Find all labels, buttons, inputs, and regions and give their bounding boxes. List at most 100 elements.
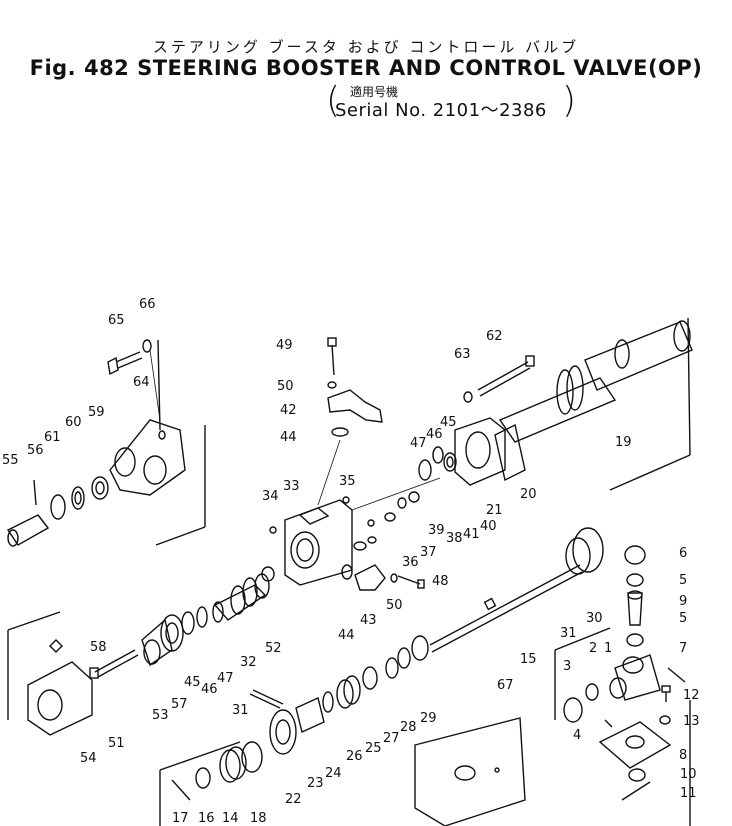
callout-36: 36 xyxy=(402,555,419,570)
callout-11: 11 xyxy=(680,786,697,801)
part-25-seal xyxy=(362,666,378,690)
part-41-spring xyxy=(397,497,407,509)
part-19-rod-tube xyxy=(584,320,693,391)
callout-13: 13 xyxy=(683,714,700,729)
callout-10: 10 xyxy=(680,767,697,782)
part-66-washer xyxy=(142,339,152,353)
callout-35: 35 xyxy=(339,474,356,489)
callout-27: 27 xyxy=(383,731,400,746)
part-31-rod xyxy=(249,689,284,709)
part-35-ball xyxy=(342,496,350,504)
callout-29: 29 xyxy=(420,711,437,726)
part-4-pin xyxy=(604,719,613,728)
part-2-washer xyxy=(585,683,599,701)
part-63-washer xyxy=(463,391,473,403)
callout-59: 59 xyxy=(88,405,105,420)
callout-4: 4 xyxy=(573,728,581,743)
part-20-cylinder-tube xyxy=(494,365,617,482)
callout-52: 52 xyxy=(265,641,282,656)
callout-49: 49 xyxy=(276,338,293,353)
part-27-ring xyxy=(385,657,399,679)
part-43-fitting xyxy=(354,564,386,591)
part-59-bushing xyxy=(91,476,109,500)
callout-31b: 31 xyxy=(232,703,249,718)
callout-1: 1 xyxy=(604,641,612,656)
callout-64: 64 xyxy=(133,375,150,390)
callout-63: 63 xyxy=(454,347,471,362)
part-47-ring-top xyxy=(418,459,432,481)
part-16-nut xyxy=(195,767,211,789)
part-67-base xyxy=(414,717,526,826)
part-18-ring xyxy=(241,741,263,773)
part-53-cap xyxy=(141,618,173,667)
callout-47a: 47 xyxy=(410,436,427,451)
part-30-gear xyxy=(565,527,604,575)
part-24-oring xyxy=(322,691,334,713)
part-51-bolt xyxy=(89,649,139,679)
callout-39: 39 xyxy=(428,523,445,538)
part-26-bushing xyxy=(336,675,361,709)
left-parenthesis: ( xyxy=(326,80,341,121)
part-7-pin xyxy=(667,667,686,683)
part-44-oring-low xyxy=(341,564,353,580)
part-15-shaft xyxy=(429,564,583,653)
callout-18: 18 xyxy=(250,811,267,826)
callout-32: 32 xyxy=(240,655,257,670)
part-45-seal-mid xyxy=(181,611,195,635)
callout-54: 54 xyxy=(80,751,97,766)
part-22-piston-ring xyxy=(269,709,297,755)
part-9-ball-stud xyxy=(627,590,643,626)
callout-8: 8 xyxy=(679,748,687,763)
callout-47b: 47 xyxy=(217,671,234,686)
figure-title: Fig. 482 STEERING BOOSTER AND CONTROL VA… xyxy=(29,56,703,80)
part-50-washer-top xyxy=(327,381,337,389)
callout-44b: 44 xyxy=(338,628,355,643)
part-17-pin xyxy=(171,779,191,801)
part-11-cotter xyxy=(621,781,651,801)
part-54-end-cover xyxy=(27,661,93,736)
part-55-pin xyxy=(6,514,50,547)
callout-24: 24 xyxy=(325,766,342,781)
part-56-spring-pin xyxy=(33,479,37,506)
part-13-nut xyxy=(659,715,671,725)
callout-60: 60 xyxy=(65,415,82,430)
callout-33: 33 xyxy=(283,479,300,494)
part-29-bearing xyxy=(411,635,429,661)
part-52-nut xyxy=(261,566,275,582)
part-5-washer-low xyxy=(626,633,644,647)
callout-43: 43 xyxy=(360,613,377,628)
part-21-head xyxy=(454,417,506,486)
figure-title-japanese: ステアリング ブースタ および コントロール バルブ xyxy=(152,38,580,56)
part-40-oring xyxy=(408,491,420,503)
part-8-bracket xyxy=(598,721,672,769)
callout-67: 67 xyxy=(497,678,514,693)
part-49-bolt xyxy=(327,337,337,376)
callout-48: 48 xyxy=(432,574,449,589)
part-44-oring-top xyxy=(331,427,349,437)
part-46-ring-top xyxy=(443,452,457,472)
callout-31a: 31 xyxy=(560,626,577,641)
part-58-nipple xyxy=(49,639,63,653)
part-50-washer-low xyxy=(390,573,398,583)
callout-51: 51 xyxy=(108,736,125,751)
part-46-ring-mid xyxy=(196,606,208,628)
callout-66: 66 xyxy=(139,297,156,312)
callout-30: 30 xyxy=(586,611,603,626)
callout-15: 15 xyxy=(520,652,537,667)
callout-9: 9 xyxy=(679,594,687,609)
callout-46a: 46 xyxy=(426,427,443,442)
callout-44a: 44 xyxy=(280,430,297,445)
part-45-seal-top xyxy=(432,446,444,464)
part-60-seal xyxy=(71,486,85,510)
callout-58: 58 xyxy=(90,640,107,655)
callout-34: 34 xyxy=(262,489,279,504)
callout-16: 16 xyxy=(198,811,215,826)
callout-14: 14 xyxy=(222,811,239,826)
callout-19: 19 xyxy=(615,435,632,450)
part-6-nut xyxy=(624,545,646,565)
callout-45b: 45 xyxy=(184,675,201,690)
part-28-ring xyxy=(397,647,411,669)
applicability-label: 適用号機 xyxy=(350,85,399,99)
